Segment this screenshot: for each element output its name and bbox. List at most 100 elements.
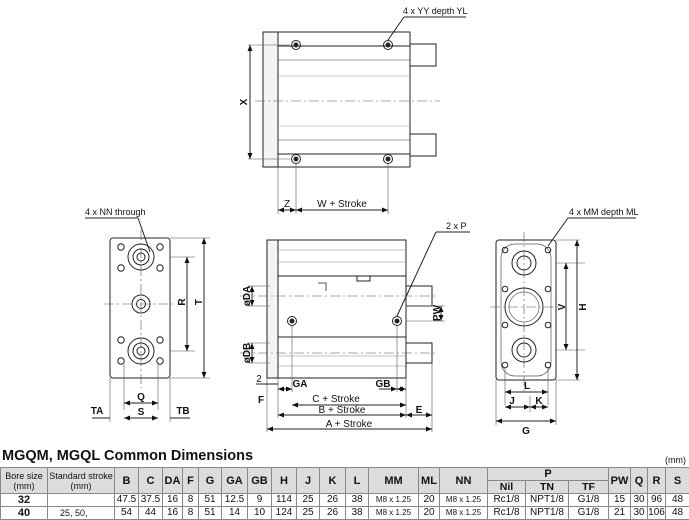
dim-b-stroke: B + Stroke [319, 405, 366, 416]
header-col: C [138, 467, 163, 494]
cell: M8 x 1.25 [368, 506, 419, 520]
header-col: GB [247, 467, 272, 494]
cell: 54 [114, 506, 139, 520]
top-view-hole [383, 154, 393, 164]
cell-stroke [47, 493, 115, 507]
dim-e: E [416, 405, 423, 416]
cell: 48 [665, 506, 689, 520]
cell: 8 [182, 493, 199, 507]
cell: 44 [138, 506, 163, 520]
cell: 26 [319, 493, 346, 507]
dim-w-stroke: W + Stroke [317, 199, 367, 210]
p-callout: 2 x P [446, 221, 467, 231]
header-p-tf: TF [568, 480, 609, 494]
dim-k: K [535, 396, 543, 407]
header-col: J [296, 467, 320, 494]
table-row: 40 25, 50, 54 44 16 8 51 14 10 124 25 26… [0, 506, 689, 520]
dim-ta: TA [91, 406, 104, 417]
dim-t: T [194, 299, 205, 305]
cell: 25 [296, 493, 320, 507]
cell: 15 [608, 493, 631, 507]
header-p-nil: Nil [487, 480, 526, 494]
dim-c-stroke: C + Stroke [312, 394, 360, 405]
top-view [247, 16, 466, 214]
dim-s: S [138, 407, 145, 418]
left-end-view [85, 217, 210, 422]
cell: 14 [221, 506, 248, 520]
dim-q: Q [137, 392, 145, 403]
dim-2: 2 [256, 374, 262, 385]
cell: 51 [198, 493, 222, 507]
cell: 51 [198, 506, 222, 520]
cell: 16 [162, 506, 183, 520]
dim-r: R [177, 298, 188, 306]
header-col: R [647, 467, 666, 494]
header-p: P [487, 467, 609, 481]
dim-ga: GA [293, 379, 308, 390]
header-col: K [319, 467, 346, 494]
front-view [240, 231, 470, 432]
top-view-rod-upper [409, 43, 437, 67]
cell: 47.5 [114, 493, 139, 507]
cell: 38 [345, 493, 369, 507]
front-port [287, 316, 297, 326]
header-col: PW [608, 467, 631, 494]
dim-gb: GB [376, 379, 391, 390]
cell: 25 [296, 506, 320, 520]
header-col: ML [418, 467, 440, 494]
cell-stroke: 25, 50, [47, 506, 115, 520]
front-body [277, 239, 407, 379]
cell: 16 [162, 493, 183, 507]
header-bore-size: Bore size(mm) [0, 467, 48, 494]
yy-callout: 4 x YY depth YL [403, 6, 468, 16]
header-col: F [182, 467, 199, 494]
table-row: 32 47.5 37.5 16 8 51 12.5 9 114 25 26 38… [0, 493, 689, 507]
cell: 37.5 [138, 493, 163, 507]
header-col: NN [439, 467, 488, 494]
front-end-plate [266, 239, 279, 379]
cell: 20 [418, 506, 440, 520]
header-col: G [198, 467, 222, 494]
cell: 38 [345, 506, 369, 520]
cell: 8 [182, 506, 199, 520]
header-col: DA [162, 467, 183, 494]
dim-f: F [258, 395, 264, 406]
cell: M8 x 1.25 [439, 506, 488, 520]
top-view-rod-lower [409, 133, 437, 157]
cell: M8 x 1.25 [439, 493, 488, 507]
cell: 48 [665, 493, 689, 507]
cell: 21 [608, 506, 631, 520]
dim-v: V [557, 303, 568, 310]
cell: 30 [630, 493, 648, 507]
dim-da: øDA [242, 286, 253, 307]
header-col: S [665, 467, 689, 494]
dim-l: L [524, 381, 530, 392]
table-title: MGQM, MGQL Common Dimensions [2, 448, 254, 464]
cell: Rc1/8 [487, 506, 526, 520]
top-view-body [277, 31, 411, 168]
dim-tb: TB [176, 406, 189, 417]
cell: 10 [247, 506, 272, 520]
cell-bore: 40 [0, 506, 48, 520]
header-col: L [345, 467, 369, 494]
dim-pw: PW [432, 304, 443, 321]
cell: NPT1/8 [525, 506, 569, 520]
front-port [392, 316, 402, 326]
right-end-view [490, 217, 636, 425]
cell: 30 [630, 506, 648, 520]
cell: 26 [319, 506, 346, 520]
header-p-tn: TN [525, 480, 569, 494]
table-unit: (mm) [665, 455, 686, 465]
cell: Rc1/8 [487, 493, 526, 507]
dim-g: G [522, 426, 530, 437]
header-col: GA [221, 467, 248, 494]
nn-callout: 4 x NN through [85, 207, 146, 217]
cell: 124 [271, 506, 297, 520]
cell: 20 [418, 493, 440, 507]
cell-bore: 32 [0, 493, 48, 507]
dim-a-stroke: A + Stroke [326, 419, 373, 430]
cell: G1/8 [568, 493, 609, 507]
dim-db: øDB [242, 343, 253, 364]
cell: 106 [647, 506, 666, 520]
technical-drawing: 4 x YY depth YL X Z W + Stroke [85, 6, 639, 437]
